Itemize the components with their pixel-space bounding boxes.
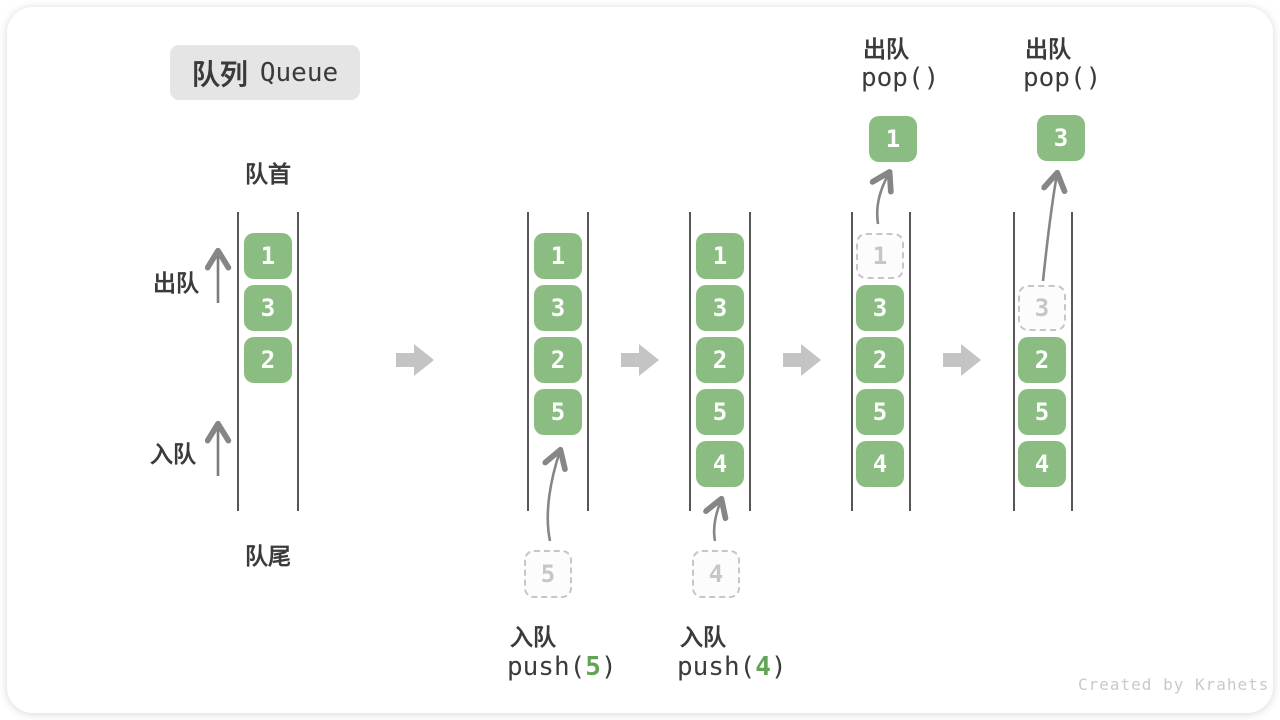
- queue-item: 3: [696, 285, 744, 331]
- queue-item: 5: [856, 389, 904, 435]
- stage5-right-wall: [1071, 212, 1073, 511]
- queue-item: 3: [856, 285, 904, 331]
- code-close: ): [600, 652, 617, 682]
- code-fn: push(: [677, 652, 756, 682]
- op-code-pop: pop(): [1023, 63, 1102, 93]
- stage3-right-wall: [749, 212, 751, 511]
- diagram-card: [7, 7, 1273, 713]
- incoming-item: 5: [524, 550, 572, 598]
- op-code-pop: pop(): [861, 63, 940, 93]
- popped-item: 3: [1037, 115, 1085, 161]
- queue-item: 5: [696, 389, 744, 435]
- queue-item: 4: [1018, 441, 1066, 487]
- op-label-dequeue: 出队: [1025, 36, 1071, 62]
- stage1-right-wall: [297, 212, 299, 511]
- stage3-left-wall: [689, 212, 691, 511]
- queue-item: 1: [534, 233, 582, 279]
- code-arg: 4: [755, 652, 771, 682]
- queue-item: 2: [696, 337, 744, 383]
- ghost-item: 3: [1018, 285, 1066, 331]
- label-dequeue: 出队: [153, 270, 199, 296]
- queue-item: 5: [1018, 389, 1066, 435]
- queue-item: 1: [696, 233, 744, 279]
- op-label-dequeue: 出队: [863, 36, 909, 62]
- queue-item: 4: [856, 441, 904, 487]
- incoming-item: 4: [692, 550, 740, 598]
- stage2-right-wall: [587, 212, 589, 511]
- code-arg: 5: [585, 652, 601, 682]
- code-fn: push(: [507, 652, 586, 682]
- stage4-left-wall: [851, 212, 853, 511]
- label-queue-rear: 队尾: [245, 543, 291, 569]
- op-code-push-4: push(4): [677, 652, 787, 682]
- watermark: Created by Krahets: [1078, 675, 1270, 694]
- label-enqueue: 入队: [150, 441, 196, 467]
- queue-item: 5: [534, 389, 582, 435]
- queue-item: 3: [244, 285, 292, 331]
- stage1-left-wall: [237, 212, 239, 511]
- stage5-left-wall: [1013, 212, 1015, 511]
- queue-item: 2: [856, 337, 904, 383]
- label-queue-front: 队首: [245, 161, 291, 187]
- title-badge: 队列 Queue: [170, 45, 360, 100]
- queue-item: 3: [534, 285, 582, 331]
- queue-item: 4: [696, 441, 744, 487]
- op-label-enqueue: 入队: [510, 624, 556, 650]
- queue-item: 1: [244, 233, 292, 279]
- popped-item: 1: [869, 116, 917, 162]
- title-zh: 队列: [191, 58, 248, 90]
- queue-item: 2: [534, 337, 582, 383]
- ghost-item: 1: [856, 233, 904, 279]
- op-label-enqueue: 入队: [680, 624, 726, 650]
- stage4-right-wall: [909, 212, 911, 511]
- code-close: ): [770, 652, 787, 682]
- title-en: Queue: [259, 57, 339, 88]
- queue-item: 2: [244, 337, 292, 383]
- stage2-left-wall: [527, 212, 529, 511]
- queue-item: 2: [1018, 337, 1066, 383]
- op-code-push-5: push(5): [507, 652, 617, 682]
